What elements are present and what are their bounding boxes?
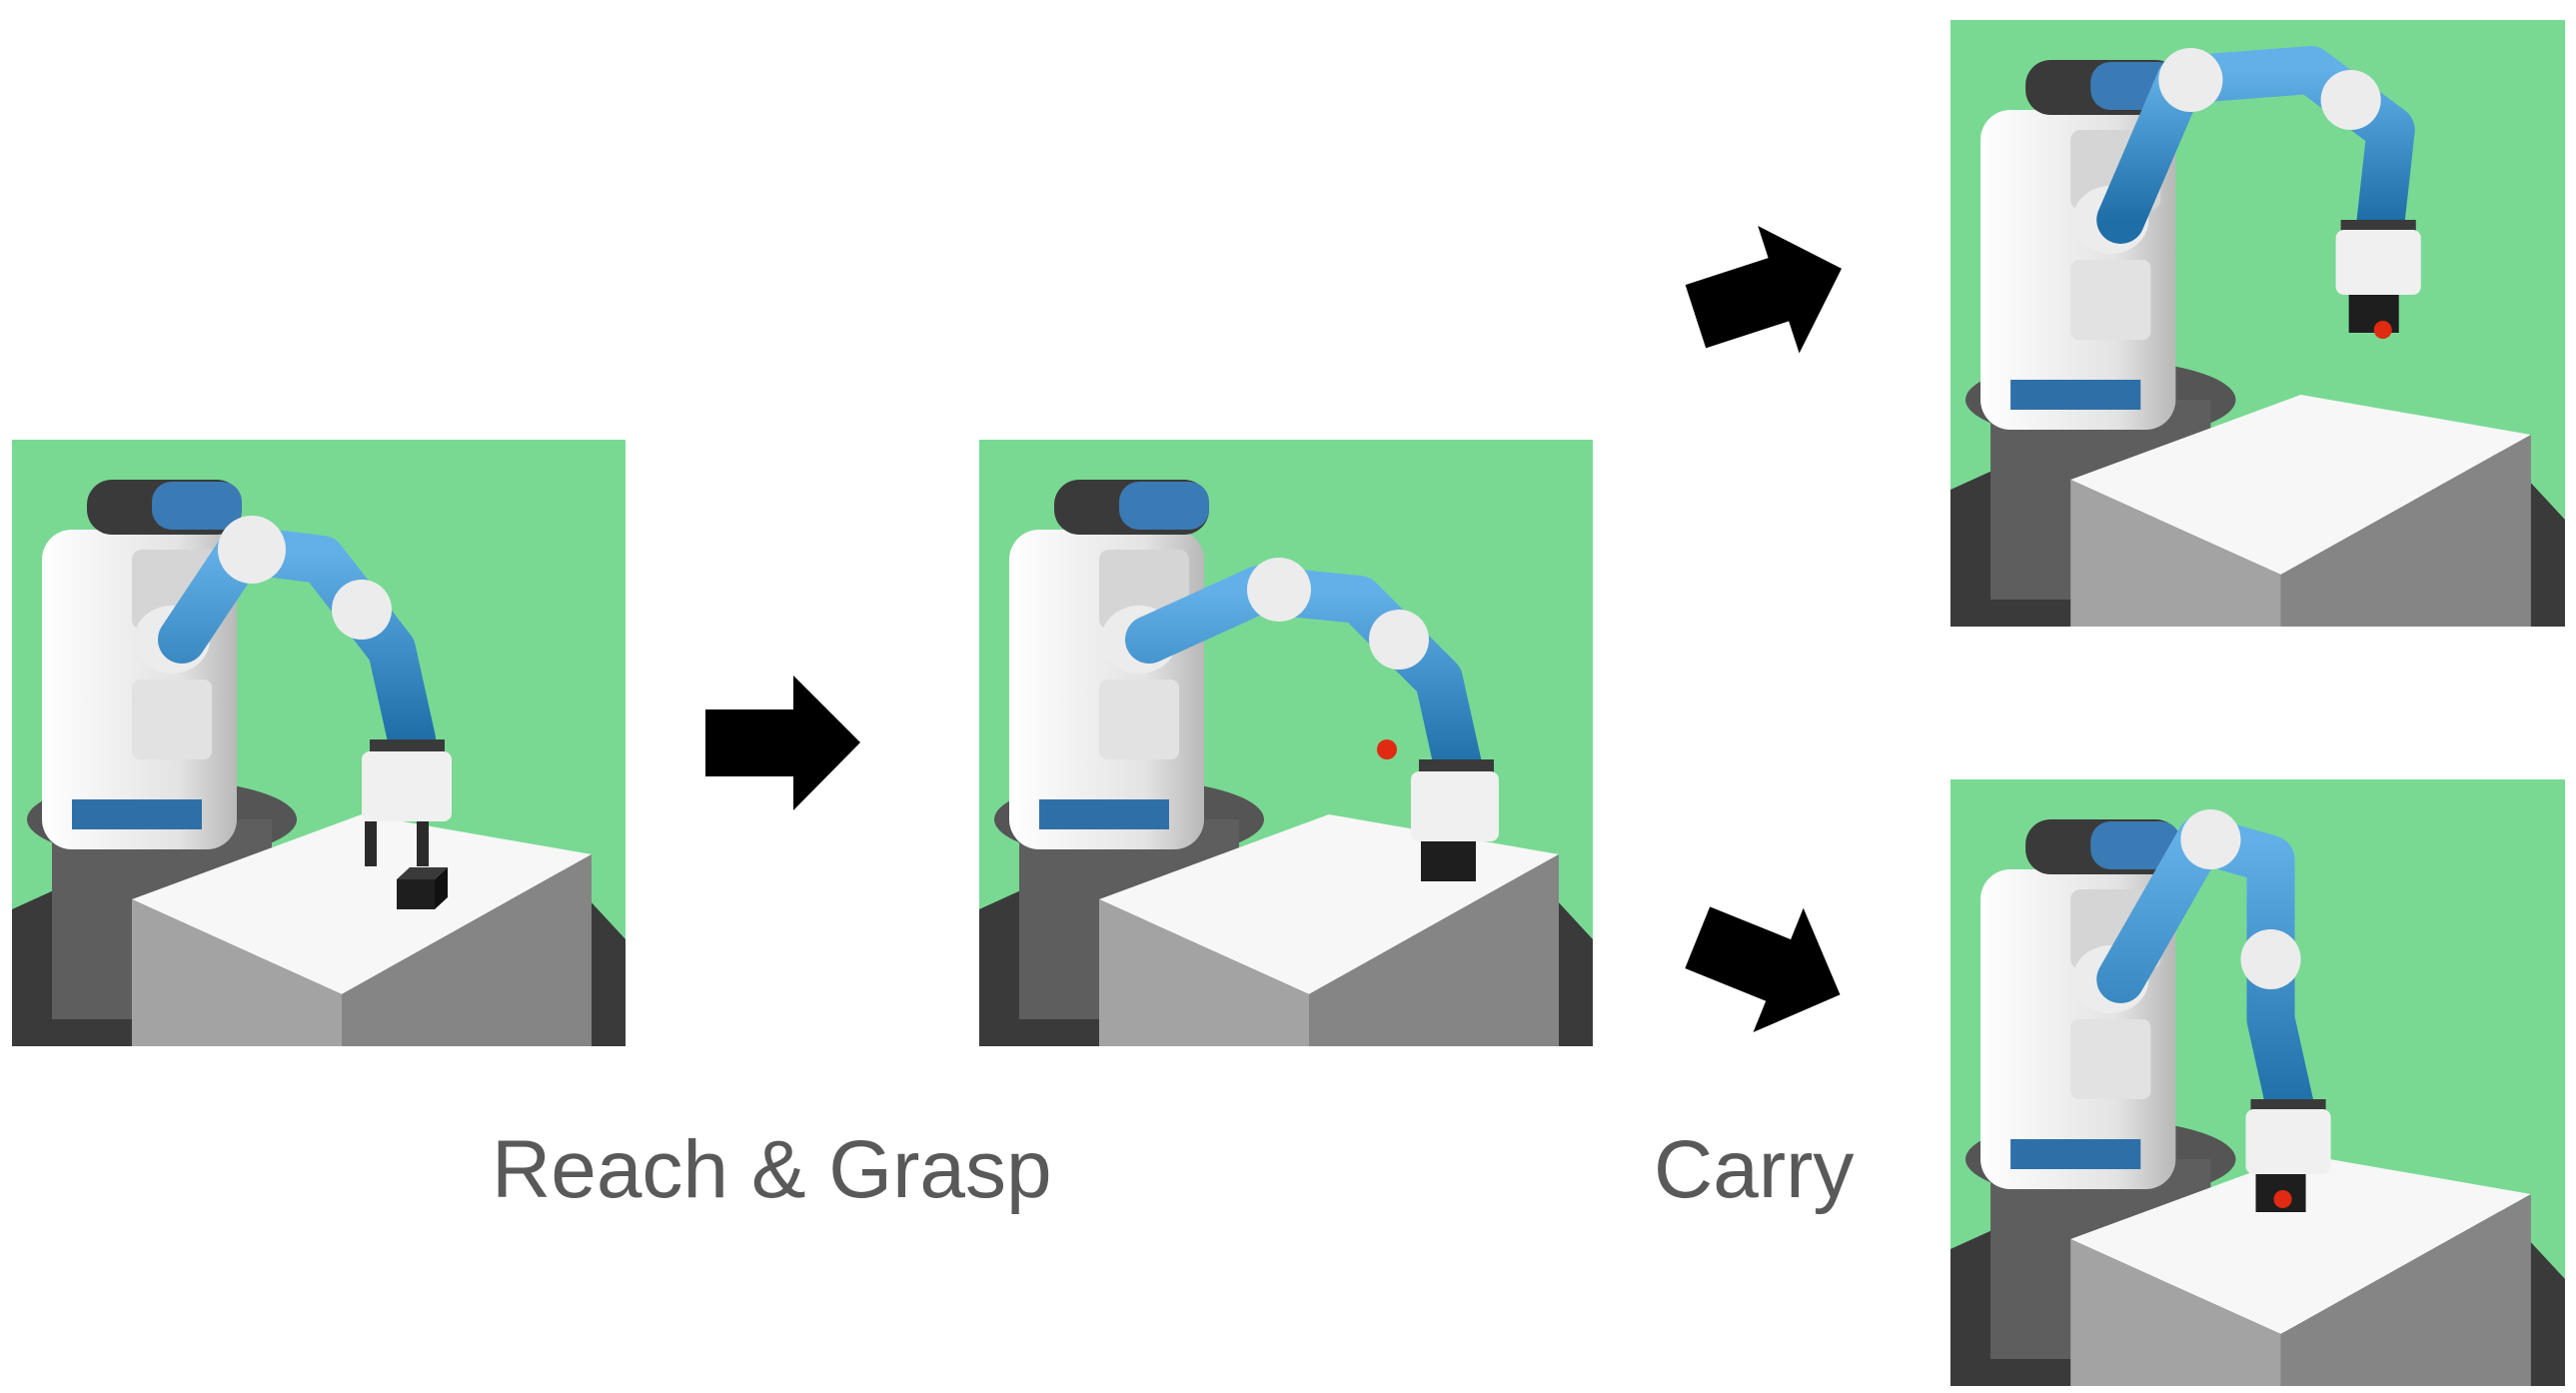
caption-carry: Carry	[1654, 1129, 1854, 1211]
right-arrow-icon	[1672, 205, 1866, 382]
caption-reach-grasp: Reach & Grasp	[492, 1129, 1052, 1211]
right-arrow-icon	[705, 676, 860, 810]
scene-panel-start	[12, 440, 626, 1046]
scene-panel-carry-high	[1950, 20, 2565, 627]
scene-panel-grasp	[979, 440, 1593, 1046]
right-arrow-icon	[1670, 874, 1869, 1058]
scene-panel-carry-low	[1950, 779, 2565, 1386]
